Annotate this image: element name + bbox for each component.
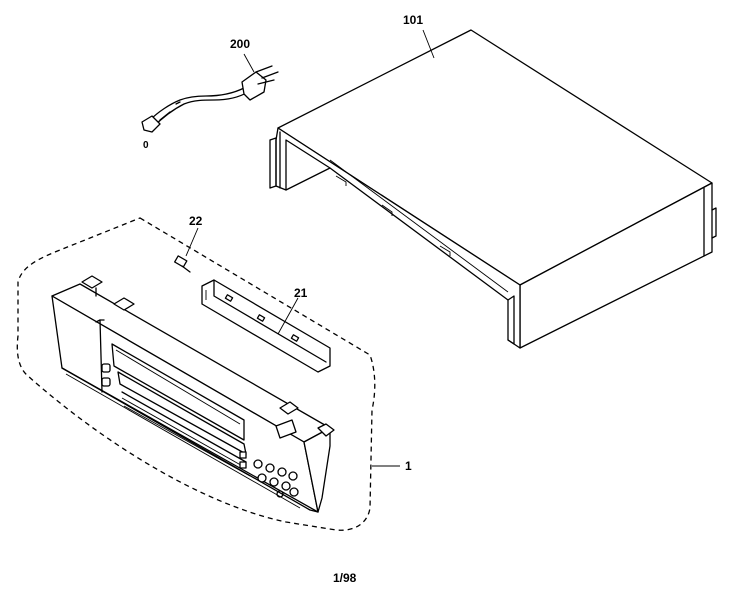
spring-part: 22 xyxy=(174,214,203,273)
door-part: 21 xyxy=(201,279,331,373)
callout-101: 101 xyxy=(403,13,423,27)
top-cover-part: 101 xyxy=(269,13,717,349)
assembly-boundary xyxy=(16,217,376,531)
callout-0: 0 xyxy=(143,140,149,151)
front-panel-part xyxy=(51,275,335,513)
power-cord-part: 200 0 xyxy=(141,37,279,151)
callout-22: 22 xyxy=(189,214,203,228)
callout-21: 21 xyxy=(294,286,308,300)
page-footer-date: 1/98 xyxy=(333,571,357,585)
callout-200: 200 xyxy=(230,37,250,51)
callout-1: 1 xyxy=(405,459,412,473)
